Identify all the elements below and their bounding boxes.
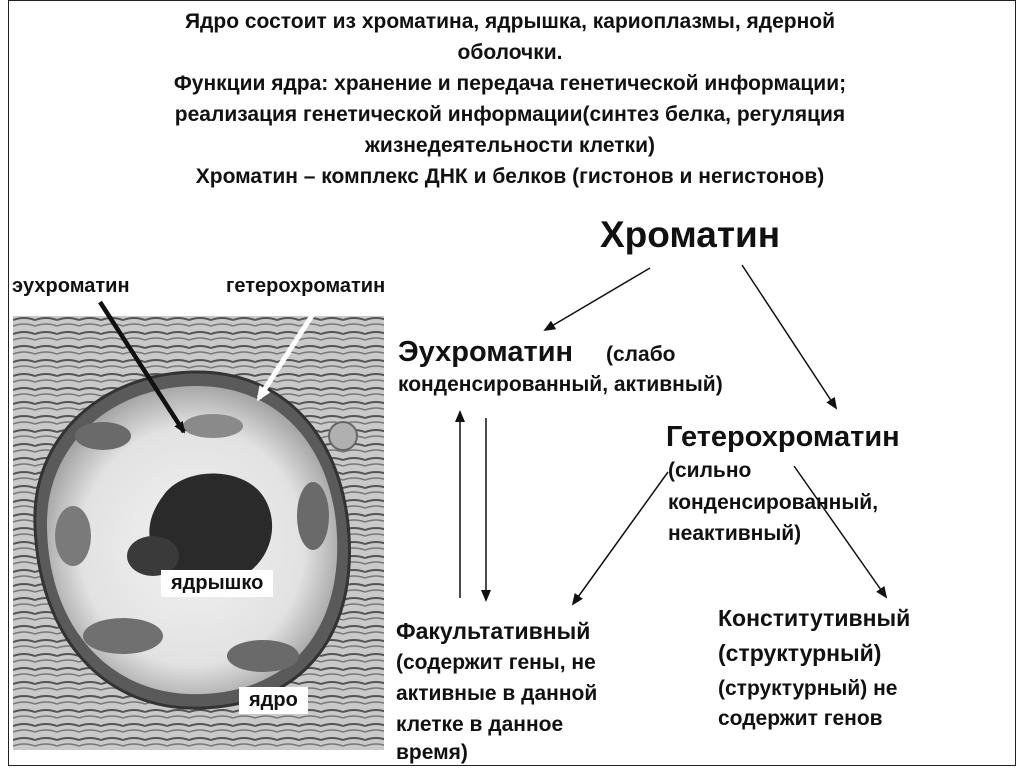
euchromatin-title: Эухроматин bbox=[398, 336, 574, 368]
euchromatin-desc-1: (слабо bbox=[606, 343, 676, 366]
heterochromatin-desc-1: (сильно bbox=[668, 459, 752, 482]
facultative-desc-1: (содержит гены, не bbox=[396, 651, 596, 674]
facultative-desc-3: клетке в данное bbox=[396, 713, 564, 736]
nucleus-label: ядро bbox=[239, 687, 308, 714]
euchromatin-image-label: эухроматин bbox=[12, 275, 130, 297]
facultative-title: Факультативный bbox=[396, 618, 591, 644]
nucleus-micrograph: ядрышко ядро bbox=[13, 316, 384, 750]
arrow-hetero-to-constitutive bbox=[793, 465, 888, 599]
constitutive-title-2: (структурный) bbox=[718, 640, 882, 666]
chromatin-root: Хроматин bbox=[600, 214, 781, 255]
arrow-hetero-to-facultative bbox=[571, 471, 669, 606]
heterochromatin-title: Гетерохроматин bbox=[666, 421, 900, 453]
intro-line-3: Функции ядра: хранение и передача генети… bbox=[173, 72, 847, 95]
slide-frame bbox=[8, 0, 1016, 766]
intro-line-5: жизнедеятельности клетки) bbox=[365, 134, 655, 157]
arrow-root-to-heterochromatin bbox=[741, 264, 838, 410]
constitutive-desc-1: (структурный) не bbox=[718, 677, 898, 700]
heterochromatin-desc-2: конденсированный, bbox=[668, 491, 879, 514]
pointer-heterochromatin bbox=[259, 298, 325, 398]
heterochromatin-image-label: гетерохроматин bbox=[226, 275, 386, 297]
intro-line-1: Ядро состоит из хроматина, ядрышка, кари… bbox=[184, 10, 836, 33]
facultative-desc-4: время) bbox=[396, 741, 468, 764]
arrow-root-to-euchromatin bbox=[543, 267, 651, 332]
nucleolus-label: ядрышко bbox=[161, 570, 274, 597]
intro-line-2: оболочки. bbox=[457, 41, 563, 64]
euchromatin-desc-2: конденсированный, активный) bbox=[398, 373, 723, 396]
micrograph-drawing bbox=[13, 316, 384, 750]
intro-line-6: Хроматин – комплекс ДНК и белков (гистон… bbox=[195, 165, 825, 188]
pointer-euchromatin bbox=[98, 300, 186, 434]
intro-line-4: реализация генетической информации(синте… bbox=[174, 103, 846, 126]
heterochromatin-desc-3: неактивный) bbox=[668, 522, 802, 545]
facultative-desc-2: активные в данной bbox=[396, 682, 598, 705]
constitutive-title-1: Конститутивный bbox=[718, 605, 911, 631]
intro-text: Ядро состоит из хроматина, ядрышка, кари… bbox=[90, 6, 930, 192]
constitutive-desc-2: содержит генов bbox=[718, 707, 883, 730]
